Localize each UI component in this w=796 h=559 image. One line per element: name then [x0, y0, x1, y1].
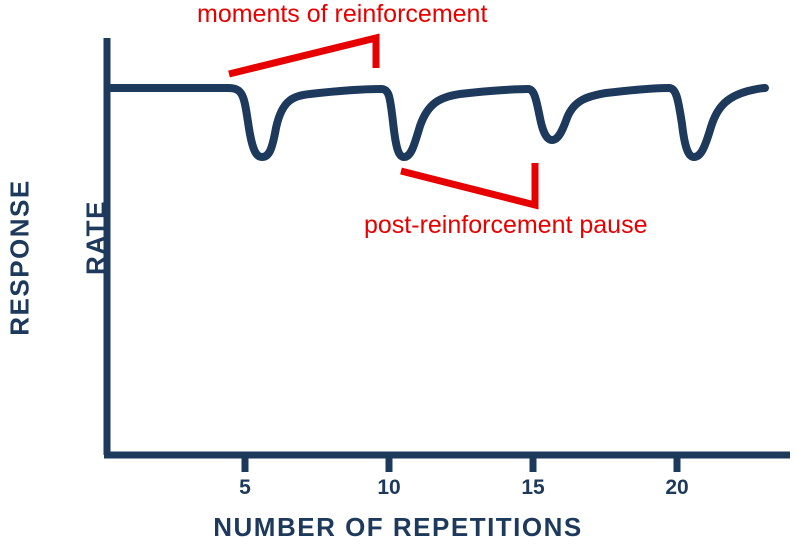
x-tick-label-20: 20 — [665, 476, 689, 499]
x-axis-ticks — [241, 455, 681, 472]
response-rate-curve — [106, 84, 769, 161]
x-tick-label-5: 5 — [239, 476, 251, 499]
y-axis-title-response: RESPONSE — [4, 179, 35, 336]
annotation-post-reinforcement-pause: post-reinforcement pause — [364, 211, 648, 239]
annotation-moments-of-reinforcement: moments of reinforcement — [197, 0, 488, 28]
moments-of-reinforcement-leader — [228, 33, 380, 78]
x-tick-label-10: 10 — [377, 476, 401, 499]
y-axis-title-rate: RATE — [80, 200, 111, 275]
post-reinforcement-pause-leader — [400, 163, 539, 210]
x-axis-title: NUMBER OF REPETITIONS — [213, 512, 583, 542]
x-tick-label-15: 15 — [521, 476, 545, 499]
